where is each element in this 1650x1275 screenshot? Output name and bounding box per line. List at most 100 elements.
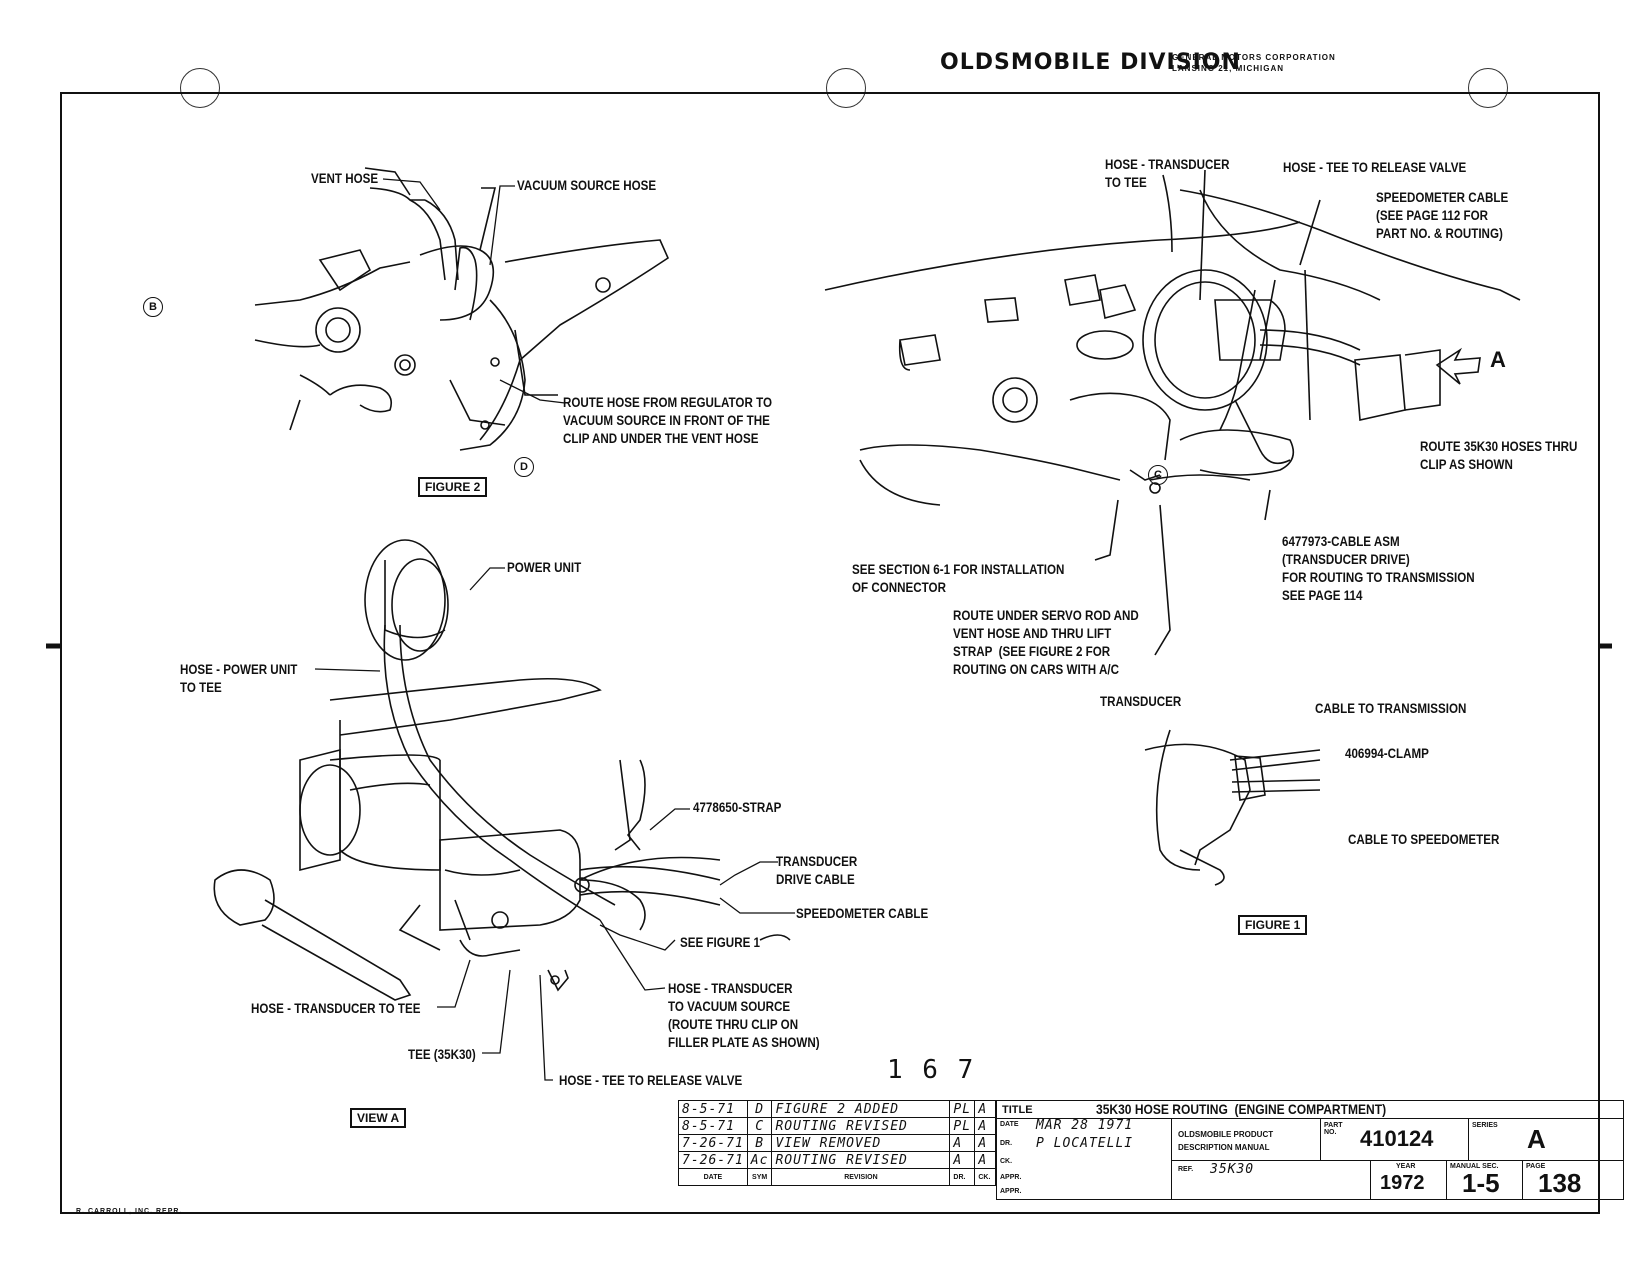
handwritten-page-number: 1 6 7 <box>887 1055 976 1085</box>
figure-1-label: FIGURE 1 <box>1238 915 1308 935</box>
rev-ck: A <box>974 1117 996 1135</box>
view-a-artwork <box>213 539 791 1001</box>
table-row: 7-26-71 Ac ROUTING REVISED A A <box>678 1151 996 1169</box>
marker-b: B <box>143 297 163 317</box>
rev-desc: ROUTING REVISED <box>771 1151 951 1169</box>
rev-date: 7-26-71 <box>678 1151 748 1169</box>
col-revision: REVISION <box>771 1168 951 1186</box>
title-block <box>996 1100 1624 1200</box>
division-title: OLDSMOBILE DIVISION <box>940 50 1241 75</box>
rev-dr: A <box>949 1151 976 1169</box>
ref-value: 35K30 <box>1210 1162 1255 1177</box>
manual-line-2: DESCRIPTION MANUAL <box>1178 1143 1270 1152</box>
label-see-figure-1: SEE FIGURE 1 <box>680 935 761 950</box>
col-dr: DR. <box>949 1168 976 1186</box>
label-vent-hose: VENT HOSE <box>311 171 379 186</box>
appr2-label: APPR. <box>1000 1188 1022 1195</box>
rev-sym: C <box>746 1117 773 1135</box>
rev-dr: PL <box>949 1117 976 1135</box>
label-hose-tee-release-va: HOSE - TEE TO RELEASE VALVE <box>559 1073 743 1088</box>
figure-2-artwork <box>254 167 670 451</box>
sec-divider <box>1446 1160 1447 1200</box>
marker-c: C <box>1148 465 1168 485</box>
figure-1-artwork <box>1144 729 1321 886</box>
leader-lines <box>314 178 795 1081</box>
year-label: YEAR <box>1396 1163 1416 1170</box>
page-label: PAGE <box>1526 1163 1546 1170</box>
dr-label: DR. <box>1000 1140 1013 1147</box>
series-divider <box>1468 1118 1469 1160</box>
date-label: DATE <box>1000 1121 1019 1128</box>
label-see-section: SEE SECTION 6-1 FOR INSTALLATION OF CONN… <box>852 562 1065 595</box>
main-view-artwork <box>824 169 1521 656</box>
signature-block: DATE MAR 28 1971 DR. P LOCATELLI CK. APP… <box>996 1118 1172 1200</box>
table-row: 7-26-71 B VIEW REMOVED A A <box>678 1134 996 1152</box>
binder-hole-left <box>180 68 220 108</box>
col-sym: SYM <box>746 1168 773 1186</box>
label-speedometer-cable: SPEEDOMETER CABLE <box>796 906 929 921</box>
rev-ck: A <box>974 1151 996 1169</box>
ck-label: CK. <box>1000 1158 1013 1165</box>
label-route-under-servo: ROUTE UNDER SERVO ROD AND VENT HOSE AND … <box>953 608 1139 677</box>
drawing-frame <box>60 92 1600 1214</box>
manual-sec-label: MANUAL SEC. <box>1450 1163 1499 1170</box>
col-ck: CK. <box>974 1168 996 1186</box>
marker-d: D <box>514 457 534 477</box>
year-divider <box>1370 1160 1371 1200</box>
label-power-unit: POWER UNIT <box>507 560 582 575</box>
rev-sym: B <box>746 1134 773 1152</box>
rev-date: 7-26-71 <box>678 1134 748 1152</box>
rev-ck: A <box>974 1100 996 1118</box>
label-hose-transducer-to-tee: HOSE - TRANSDUCER TO TEE <box>1105 157 1230 190</box>
corp-city: LANSING 21, MICHIGAN <box>1172 64 1285 73</box>
rev-sym: Ac <box>746 1151 773 1169</box>
binder-hole-center <box>826 68 866 108</box>
label-cable-asm: 6477973-CABLE ASM (TRANSDUCER DRIVE) FOR… <box>1282 534 1475 603</box>
figure-2-label: FIGURE 2 <box>418 477 488 497</box>
rev-date: 8-5-71 <box>678 1117 748 1135</box>
part-number: 410124 <box>1360 1126 1434 1151</box>
year-value: 1972 <box>1380 1172 1425 1194</box>
appr-label: APPR. <box>1000 1174 1022 1181</box>
manual-line-1: OLDSMOBILE PRODUCT <box>1178 1130 1274 1139</box>
manual-name: OLDSMOBILE PRODUCT DESCRIPTION MANUAL <box>1178 1128 1273 1154</box>
label-hose-tee-to-release-valve: HOSE - TEE TO RELEASE VALVE <box>1283 160 1467 175</box>
revision-table: 8-5-71 D FIGURE 2 ADDED PL A 8-5-71 C RO… <box>678 1100 996 1186</box>
part-divider <box>1320 1118 1321 1160</box>
title-label: TITLE <box>1002 1104 1033 1116</box>
dr-value: P LOCATELLI <box>1036 1136 1134 1151</box>
table-row: DATE SYM REVISION DR. CK. <box>678 1168 996 1186</box>
arrow-a-label: A <box>1490 347 1506 372</box>
view-a-label: VIEW A <box>350 1108 407 1128</box>
page-value: 138 <box>1538 1168 1582 1198</box>
rev-desc: VIEW REMOVED <box>771 1134 951 1152</box>
label-route-hose-regulator: ROUTE HOSE FROM REGULATOR TO VACUUM SOUR… <box>563 395 772 446</box>
rev-dr: A <box>949 1134 976 1152</box>
rev-dr: PL <box>949 1100 976 1118</box>
label-transducer-drive-cable: TRANSDUCER DRIVE CABLE <box>776 854 858 887</box>
label-vacuum-source-hose: VACUUM SOURCE HOSE <box>517 178 657 193</box>
label-tee-35k30: TEE (35K30) <box>408 1047 476 1062</box>
ref-divider <box>1172 1160 1624 1161</box>
rev-date: 8-5-71 <box>678 1100 748 1118</box>
series-label: SERIES <box>1472 1122 1498 1129</box>
drawing-title: 35K30 HOSE ROUTING (ENGINE COMPARTMENT) <box>1096 1101 1387 1117</box>
label-speedometer-cable-main: SPEEDOMETER CABLE (SEE PAGE 112 FOR PART… <box>1376 190 1509 241</box>
label-clamp: 406994-CLAMP <box>1345 746 1429 761</box>
rev-desc: ROUTING REVISED <box>771 1117 951 1135</box>
corp-name: GENERAL MOTORS CORPORATION <box>1172 53 1336 62</box>
label-cable-to-speedometer: CABLE TO SPEEDOMETER <box>1348 832 1500 847</box>
table-row: 8-5-71 D FIGURE 2 ADDED PL A <box>678 1100 996 1118</box>
rev-sym: D <box>746 1100 773 1118</box>
footer-credit: R. CARROLL, INC. REPR. <box>76 1208 183 1215</box>
binder-hole-right <box>1468 68 1508 108</box>
label-transducer: TRANSDUCER <box>1100 694 1182 709</box>
label-hose-transducer-vacuum: HOSE - TRANSDUCER TO VACUUM SOURCE (ROUT… <box>668 981 820 1050</box>
rev-ck: A <box>974 1134 996 1152</box>
rev-desc: FIGURE 2 ADDED <box>771 1100 951 1118</box>
division-subtitle: GENERAL MOTORS CORPORATION LANSING 21, M… <box>1172 52 1336 74</box>
label-hose-transducer-to-tee-va: HOSE - TRANSDUCER TO TEE <box>251 1001 421 1016</box>
label-route-35k30-hoses: ROUTE 35K30 HOSES THRU CLIP AS SHOWN <box>1420 439 1578 472</box>
ref-label: REF. <box>1178 1166 1194 1173</box>
